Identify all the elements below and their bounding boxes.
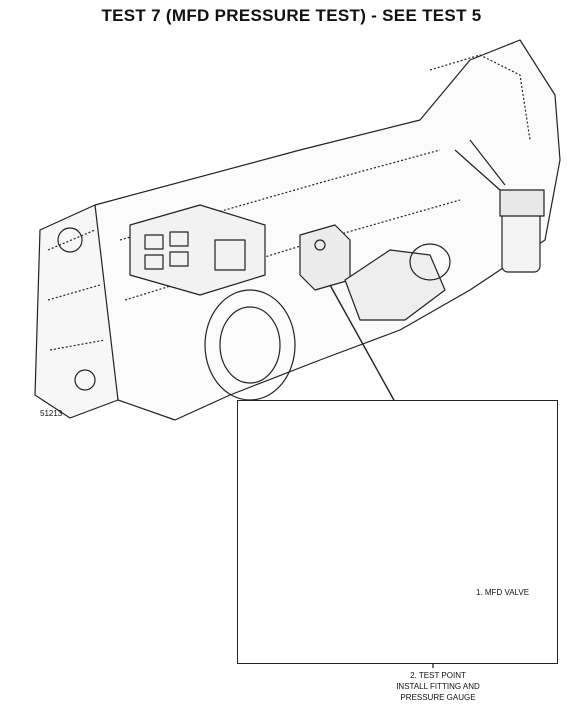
test-point-line-1: 2. TEST POINT bbox=[410, 671, 466, 680]
test-point-callout: 2. TEST POINT INSTALL FITTING AND PRESSU… bbox=[368, 670, 508, 703]
mfd-valve-callout: 1. MFD VALVE bbox=[476, 588, 530, 597]
detail-inset-frame bbox=[237, 400, 558, 664]
figure-number: 51213 bbox=[40, 409, 63, 418]
test-point-line-3: PRESSURE GAUGE bbox=[400, 693, 476, 702]
test-point-line-2: INSTALL FITTING AND bbox=[396, 682, 480, 691]
page-title: TEST 7 (MFD PRESSURE TEST) - SEE TEST 5 bbox=[101, 6, 482, 25]
